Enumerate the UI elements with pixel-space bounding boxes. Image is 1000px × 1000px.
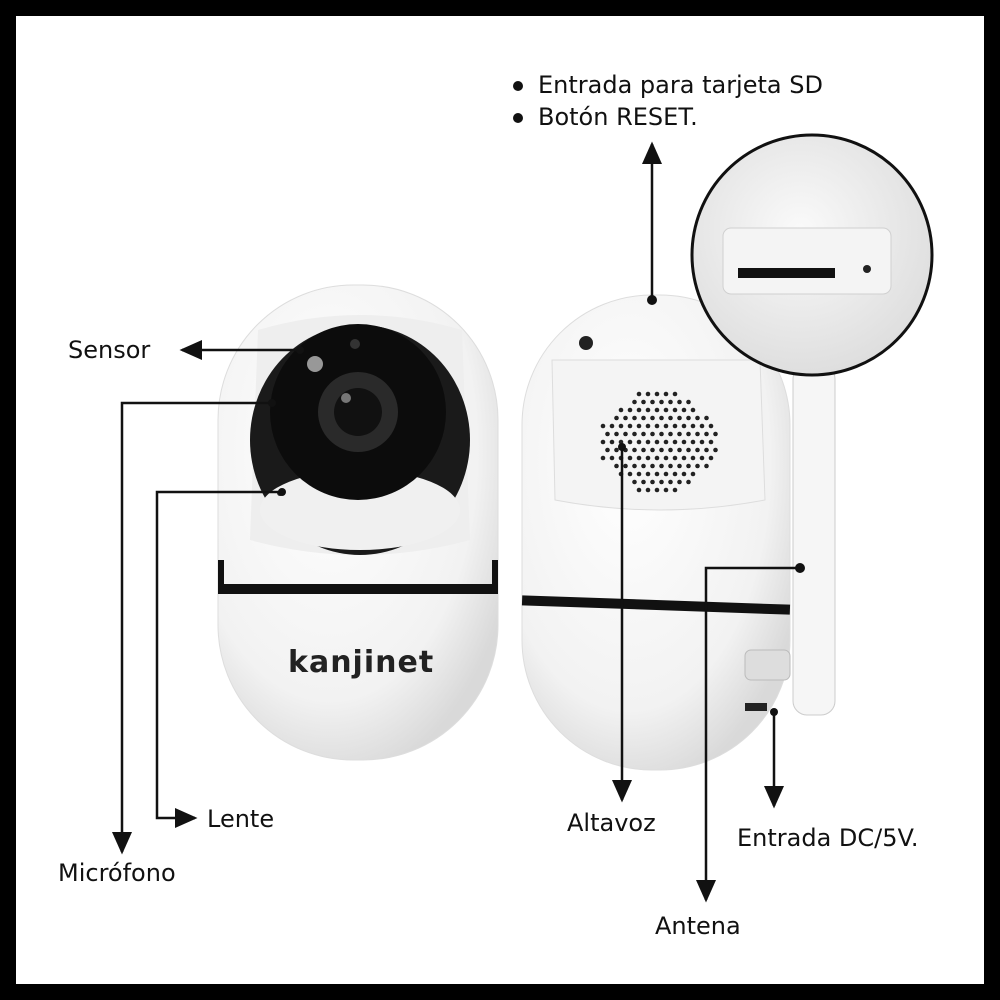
sd-slot-zoom-inset <box>690 133 934 377</box>
microphone-leader <box>112 401 272 855</box>
label-sensor: Sensor <box>68 336 151 364</box>
label-antenna: Antena <box>655 912 741 940</box>
label-reset: Botón RESET. <box>538 103 698 131</box>
front-camera <box>217 284 499 761</box>
antenna <box>792 364 836 716</box>
label-microphone: Micrófono <box>58 859 176 887</box>
lens-leader <box>155 490 282 828</box>
label-lens: Lente <box>207 805 275 833</box>
dc-port <box>745 703 767 711</box>
bullet-icon <box>513 113 523 123</box>
antenna-leader <box>696 566 800 903</box>
speaker-grill <box>600 391 718 493</box>
brand-logo: kanjinet <box>288 645 435 680</box>
reset-hole <box>863 265 871 273</box>
label-sd-slot: Entrada para tarjeta SD <box>538 71 823 99</box>
rear-camera <box>521 294 836 771</box>
label-dc-input: Entrada DC/5V. <box>737 824 919 852</box>
label-speaker: Altavoz <box>567 809 656 837</box>
sd-slot <box>738 268 835 278</box>
bullet-icon <box>513 81 523 91</box>
